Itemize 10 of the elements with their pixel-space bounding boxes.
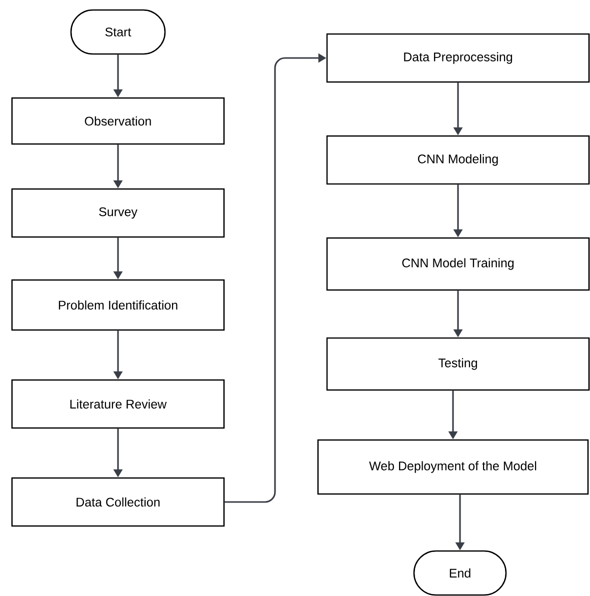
- process-box: CNN Model Training: [326, 237, 590, 291]
- process-box: CNN Modeling: [326, 135, 590, 185]
- process-box: Observation: [11, 97, 225, 145]
- process-box: Problem Identification: [11, 279, 225, 331]
- process-box: Survey: [11, 188, 225, 238]
- process-box: Data Preprocessing: [326, 33, 590, 83]
- process-box: Web Deployment of the Model: [317, 439, 589, 495]
- process-box: Data Collection: [11, 477, 225, 527]
- process-box: Literature Review: [11, 379, 225, 429]
- process-box: Testing: [326, 337, 590, 391]
